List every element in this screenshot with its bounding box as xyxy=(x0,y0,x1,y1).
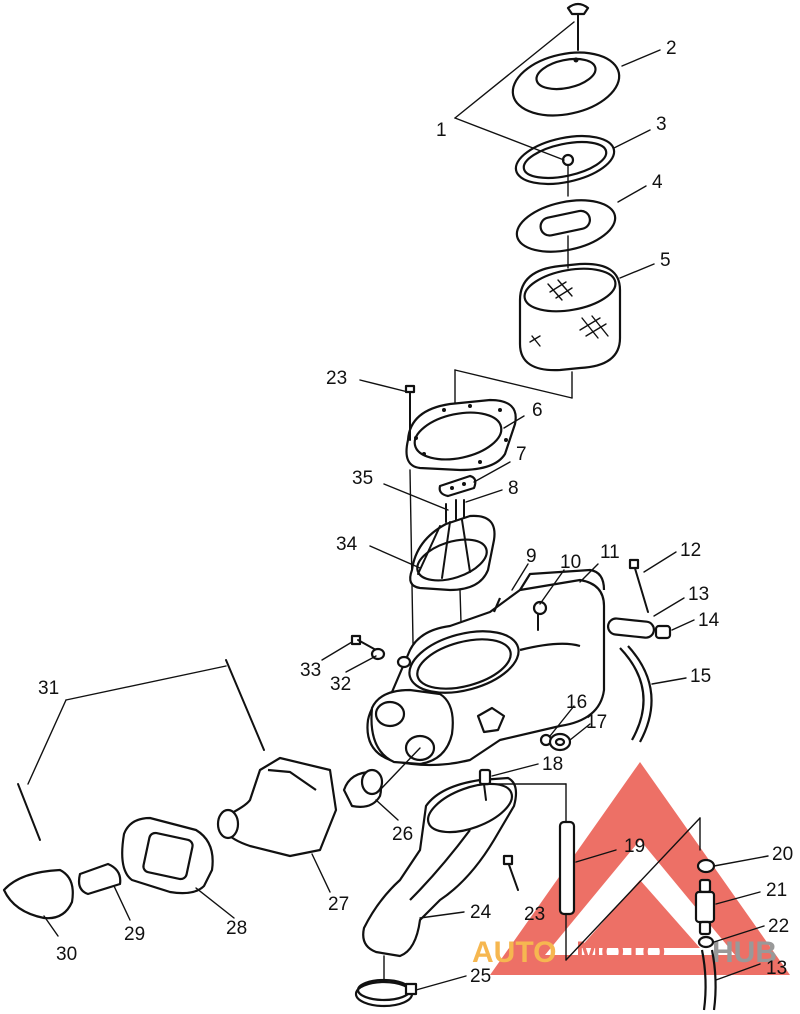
watermark-text-hub: HUB xyxy=(712,936,777,969)
part-7-plate xyxy=(438,474,477,498)
part-30-cap xyxy=(2,868,74,920)
part-19-tube xyxy=(558,820,576,916)
callout-17: 17 xyxy=(586,712,607,733)
callout-8: 8 xyxy=(508,478,519,499)
part-5-filter-element xyxy=(518,262,622,372)
watermark-text-moto: MOTO xyxy=(576,936,665,969)
callout-25: 25 xyxy=(470,966,491,987)
callout-5: 5 xyxy=(660,250,671,271)
part-8-studs xyxy=(445,499,465,523)
callout-19: 19 xyxy=(624,836,645,857)
part-14-plug xyxy=(654,624,672,640)
callout-21: 21 xyxy=(766,880,787,901)
callout-2: 2 xyxy=(666,38,677,59)
part-28-filter-box xyxy=(121,816,214,895)
callout-35: 35 xyxy=(352,468,373,489)
callout-14: 14 xyxy=(698,610,720,631)
callout-18: 18 xyxy=(542,754,563,775)
callout-12: 12 xyxy=(680,540,701,561)
part-34-frame xyxy=(409,514,496,592)
part-18-fitting xyxy=(478,768,492,801)
callout-27: 27 xyxy=(328,894,349,915)
callout-7: 7 xyxy=(516,444,527,465)
wing-nut-part xyxy=(566,2,590,51)
part-22-clip xyxy=(697,935,715,949)
part-23-screw-top xyxy=(404,384,416,441)
part-6-gasket-plate xyxy=(405,398,517,472)
part-10-clamp xyxy=(532,600,548,631)
callout-22: 22 xyxy=(768,916,789,937)
callout-10: 10 xyxy=(560,552,581,573)
part-33-screw xyxy=(350,634,377,651)
callout-11: 11 xyxy=(600,542,620,563)
callout-33: 33 xyxy=(300,660,321,681)
callout-29: 29 xyxy=(124,924,145,945)
part-25-clamp xyxy=(354,978,418,1008)
callout-31: 31 xyxy=(38,678,59,699)
callout-labels: 1 2 3 4 5 6 7 8 9 10 11 12 13 13 14 15 1… xyxy=(38,38,793,987)
callout-24: 24 xyxy=(470,902,492,923)
watermark-logo: AUTO MOTO HUB xyxy=(472,762,790,975)
part-27-intake-horn xyxy=(216,756,338,858)
callout-20: 20 xyxy=(772,844,793,865)
callout-1: 1 xyxy=(436,120,447,141)
part-21-valve xyxy=(694,878,716,936)
callout-16: 16 xyxy=(566,692,587,713)
housing-tab xyxy=(396,655,412,669)
callout-34: 34 xyxy=(336,534,358,555)
part-26-boot xyxy=(342,768,384,808)
part-23-screw-lower xyxy=(502,854,519,891)
part-15-hose xyxy=(619,645,653,743)
callout-4: 4 xyxy=(652,172,663,193)
part-12-screw xyxy=(628,558,649,613)
callout-15: 15 xyxy=(690,666,711,687)
callout-3: 3 xyxy=(656,114,667,135)
leader-lines xyxy=(43,49,769,991)
part-13-hose xyxy=(606,617,656,639)
part-20-clip xyxy=(696,858,716,874)
callout-23-lower: 23 xyxy=(524,904,545,925)
callout-13-upper: 13 xyxy=(688,584,709,605)
callout-13-lower: 13 xyxy=(766,958,787,979)
part-17-washer xyxy=(548,732,572,752)
part-4-gasket xyxy=(515,199,617,253)
callout-30: 30 xyxy=(56,944,77,965)
callout-6: 6 xyxy=(532,400,543,421)
callout-26: 26 xyxy=(392,824,413,845)
part-9-main-housing xyxy=(366,568,606,767)
callout-32: 32 xyxy=(330,674,351,695)
watermark-text-auto: AUTO xyxy=(472,936,556,969)
part-3-ring xyxy=(514,135,616,185)
part-24-intake-duct xyxy=(362,776,518,958)
part-29-sleeve xyxy=(77,862,122,896)
callout-28: 28 xyxy=(226,918,247,939)
part-2-cover xyxy=(511,51,621,117)
callout-23-upper: 23 xyxy=(326,368,347,389)
watermark-triangle-core xyxy=(580,880,700,948)
part-31-rods xyxy=(17,659,265,841)
callout-9: 9 xyxy=(526,546,537,567)
